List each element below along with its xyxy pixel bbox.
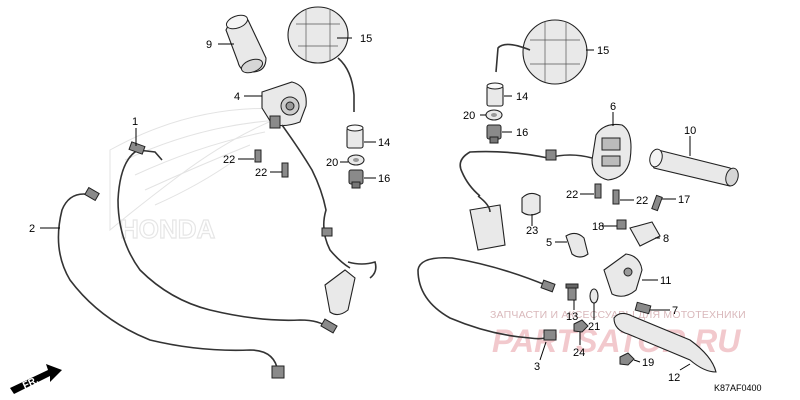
- callout-13: 13: [566, 311, 578, 323]
- part-11-lever-bracket[interactable]: [603, 253, 643, 297]
- callout-15-left: 15: [360, 33, 372, 45]
- part-22-right-screw-a[interactable]: [594, 183, 602, 199]
- callout-22-left-b: 22: [255, 167, 267, 179]
- callouts: 9 15 4 1 2 14 20 16 22 22 15 14 20 16 6 …: [29, 33, 696, 384]
- callout-1: 1: [132, 116, 138, 128]
- callout-3: 3: [534, 361, 540, 373]
- diagram-code: K87AF0400: [714, 383, 762, 393]
- part-6-right-switch[interactable]: [591, 123, 632, 181]
- part-20-right-nut[interactable]: [485, 109, 503, 121]
- part-13-bolt[interactable]: [565, 283, 579, 301]
- part-16-right[interactable]: [486, 124, 502, 144]
- callout-22-right-b: 22: [636, 195, 648, 207]
- part-22-right-screw-b[interactable]: [612, 189, 620, 205]
- callout-14-right: 14: [516, 91, 528, 103]
- callout-5: 5: [546, 237, 552, 249]
- honda-logo-text: HONDA: [120, 214, 216, 244]
- callout-2: 2: [29, 223, 35, 235]
- callout-7: 7: [672, 305, 678, 317]
- part-2-cable[interactable]: [57, 186, 285, 379]
- leader-lines: [40, 37, 691, 371]
- callout-8: 8: [663, 233, 669, 245]
- part-8-holder[interactable]: [629, 221, 661, 247]
- callout-11: 11: [660, 275, 671, 287]
- part-14-right[interactable]: [486, 82, 504, 107]
- front-direction-arrow: FR.: [10, 364, 62, 394]
- callout-19: 19: [642, 357, 654, 369]
- part-24-nut[interactable]: [573, 319, 589, 333]
- callout-9: 9: [206, 39, 212, 51]
- callout-16-right: 16: [516, 127, 528, 139]
- callout-4: 4: [234, 91, 240, 103]
- right-switch-harness: [459, 149, 593, 251]
- part-15-right-mirror[interactable]: [495, 19, 588, 85]
- callout-22-left-a: 22: [223, 154, 235, 166]
- callout-21: 21: [588, 321, 600, 333]
- callout-15-right: 15: [597, 45, 609, 57]
- part-19-nut[interactable]: [619, 352, 635, 366]
- part-4-left-switch[interactable]: [261, 81, 307, 129]
- callout-22-right-a: 22: [566, 189, 578, 201]
- part-12-lever[interactable]: [613, 312, 717, 373]
- callout-12: 12: [668, 372, 680, 384]
- callout-23: 23: [526, 225, 538, 237]
- callout-6: 6: [610, 101, 616, 113]
- callout-14-left: 14: [378, 137, 390, 149]
- callout-17: 17: [678, 194, 690, 206]
- callout-20-left: 20: [326, 157, 338, 169]
- part-14-left[interactable]: [346, 124, 364, 149]
- part-1-cable[interactable]: [117, 141, 338, 334]
- part-3-cable[interactable]: [417, 256, 557, 341]
- part-15-left-mirror[interactable]: [287, 6, 355, 112]
- left-switch-harness: [281, 124, 377, 316]
- part-22-left-screw-b[interactable]: [281, 162, 289, 178]
- callout-20-right: 20: [463, 110, 475, 122]
- honda-wing-logo: HONDA: [109, 107, 301, 245]
- part-22-left-screw-a[interactable]: [254, 149, 262, 163]
- callout-10: 10: [684, 125, 696, 137]
- part-7-bolt[interactable]: [634, 301, 652, 315]
- part-20-left-nut[interactable]: [347, 154, 365, 166]
- part-16-left[interactable]: [348, 169, 364, 189]
- part-17-screw[interactable]: [651, 194, 663, 212]
- callout-16-left: 16: [378, 173, 390, 185]
- part-21-washer[interactable]: [589, 288, 599, 304]
- part-10-right-grip[interactable]: [648, 148, 740, 187]
- callout-18: 18: [592, 221, 604, 233]
- callout-24: 24: [573, 347, 585, 359]
- part-5-cover[interactable]: [565, 232, 589, 258]
- part-23-clamp[interactable]: [521, 192, 541, 216]
- part-9-left-grip[interactable]: [225, 13, 267, 76]
- part-18-screw[interactable]: [616, 219, 627, 230]
